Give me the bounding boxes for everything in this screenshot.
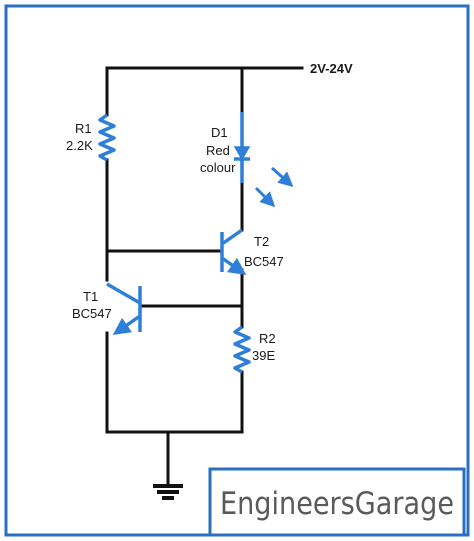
t1-part-label: BC547	[72, 306, 112, 321]
t2-part-label: BC547	[244, 254, 284, 269]
logo-text: EngineersGarage	[220, 486, 454, 522]
r1-resistor-icon	[98, 113, 116, 162]
t1-transistor-icon	[106, 282, 142, 335]
r2-value-label: 39E	[252, 348, 275, 363]
supply-label: 2V-24V	[310, 61, 353, 76]
light-emission-arrows-icon	[254, 166, 294, 208]
r2-resistor-icon	[233, 325, 251, 374]
d1-ref-label: D1	[211, 125, 228, 140]
d1-led-icon	[233, 112, 251, 183]
r1-value-label: 2.2K	[66, 138, 93, 153]
t1-ref-label: T1	[83, 289, 98, 304]
d1-line1-label: Red	[206, 143, 230, 158]
wires	[105, 66, 304, 488]
t2-transistor-icon	[220, 228, 247, 276]
t2-ref-label: T2	[254, 234, 269, 249]
r1-ref-label: R1	[75, 121, 92, 136]
ground-symbol-icon	[153, 484, 183, 500]
d1-line2-label: colour	[200, 160, 236, 175]
r2-ref-label: R2	[259, 331, 276, 346]
logo-box	[208, 467, 466, 537]
